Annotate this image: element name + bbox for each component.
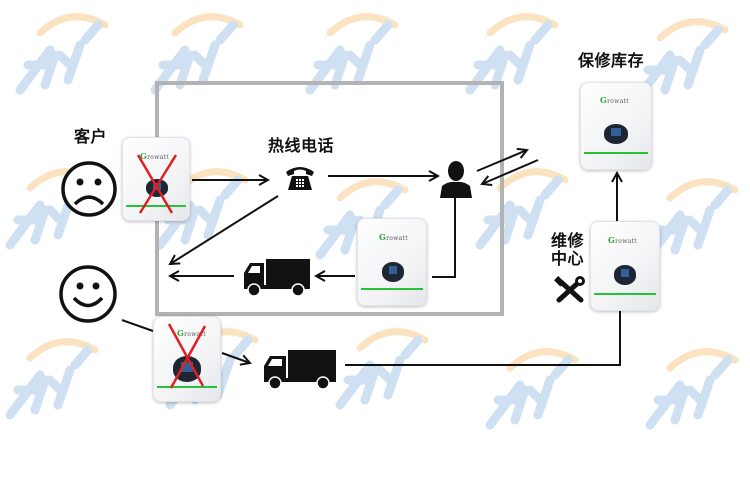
telephone-icon — [286, 167, 314, 190]
brand-logo: Growatt — [379, 232, 408, 242]
repair-center-label-line1: 维修 — [551, 231, 585, 250]
line-truck-to-repair — [345, 310, 621, 366]
brand-logo: Growatt — [140, 151, 169, 161]
happy-face-icon — [59, 265, 117, 323]
brand-logo: Growatt — [600, 95, 629, 105]
tools-icon — [554, 276, 585, 303]
return-truck-icon — [264, 350, 336, 390]
repair-center-label-line2: 中心 — [551, 249, 585, 268]
customer-label: 客户 — [74, 127, 108, 146]
returned-faulty-inverter-icon: Growatt — [153, 316, 221, 402]
sad-face-icon — [61, 161, 117, 217]
line-agent-to-replacement — [432, 196, 456, 278]
faulty-inverter-icon: Growatt — [122, 137, 190, 221]
brand-logo: Growatt — [177, 328, 206, 338]
cross-mark-icon — [136, 154, 178, 214]
arrow-stock-to-agent — [482, 159, 539, 184]
hotline-label: 热线电话 — [268, 136, 335, 155]
brand-logo: Growatt — [608, 235, 637, 245]
warranty-stock-label: 保修库存 — [578, 51, 645, 70]
line-customer-to-return — [121, 319, 154, 332]
arrow-return-to-truck — [221, 352, 250, 363]
arrow-agent-to-stock — [476, 150, 527, 172]
repaired-inverter-icon: Growatt — [590, 221, 660, 311]
delivery-truck-icon — [244, 259, 310, 297]
warranty-stock-inverter-icon: Growatt — [580, 82, 652, 170]
replacement-inverter-icon: Growatt — [357, 218, 427, 306]
arrow-hotline-to-customer — [170, 195, 279, 264]
person-icon — [440, 161, 472, 198]
cross-mark-icon — [167, 323, 207, 389]
